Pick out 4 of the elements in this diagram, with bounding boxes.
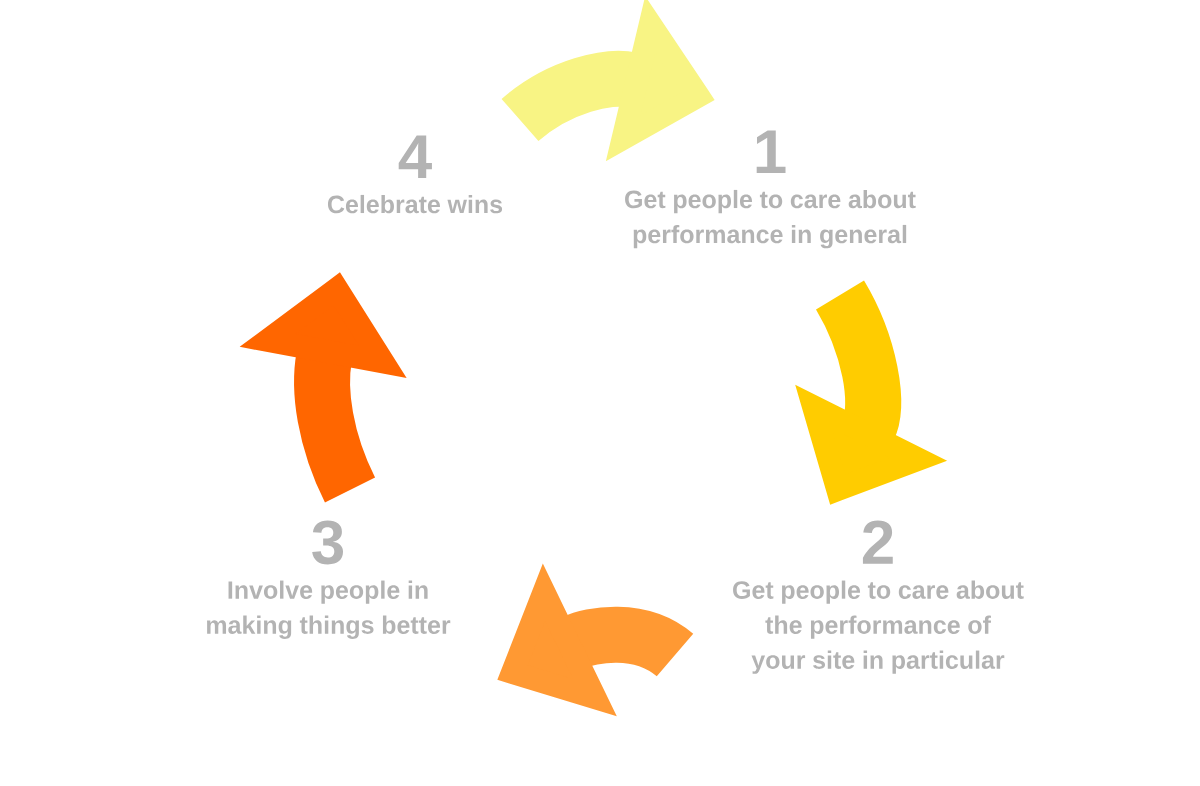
step-label: 3 Involve people in making things better: [207, 520, 451, 639]
step-label: 4 Celebrate wins: [327, 135, 503, 214]
step-label: 1 Get people to care about performance in general: [625, 130, 916, 249]
step-label: 2 Get people to care about the performance of your site in particular: [733, 520, 1024, 674]
